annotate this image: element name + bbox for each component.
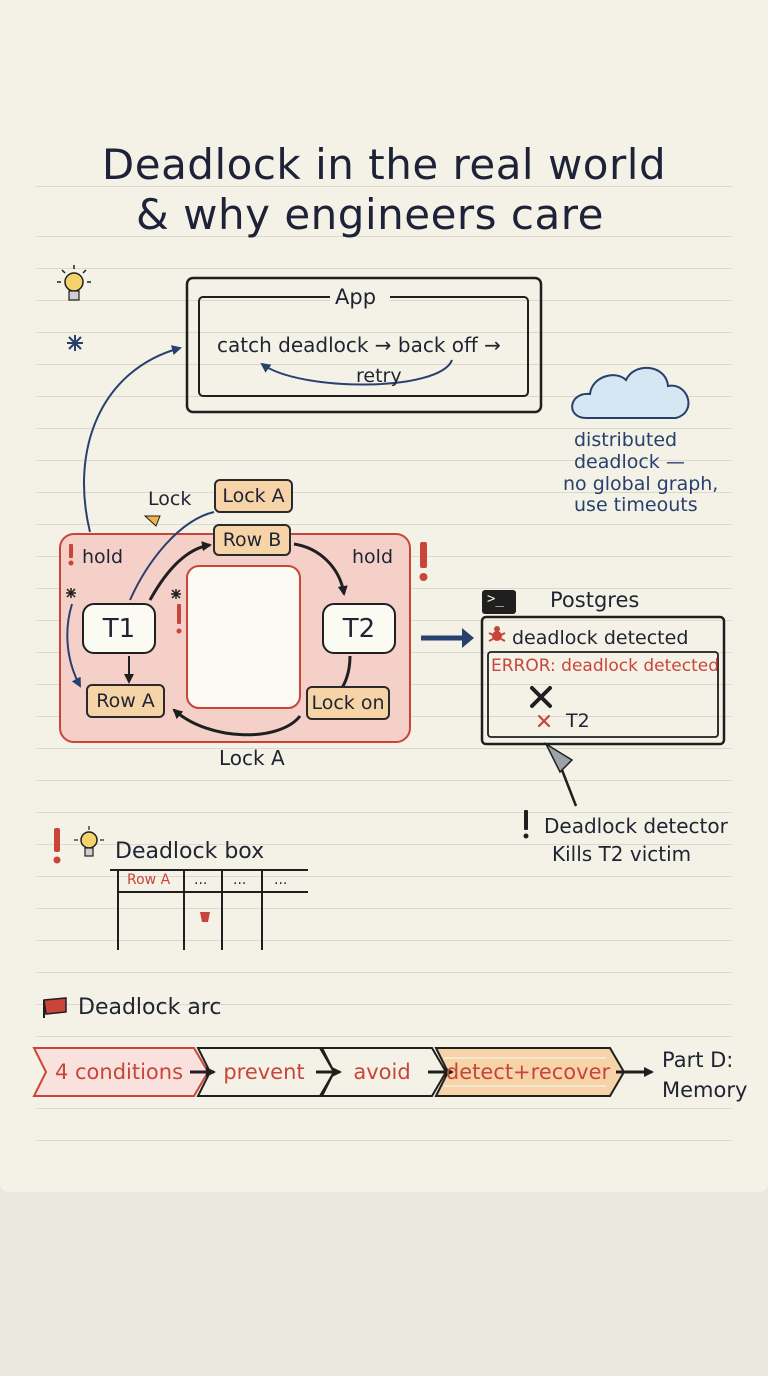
chip-lock-a-top: Lock A bbox=[214, 479, 293, 513]
terminal-icon bbox=[482, 590, 516, 614]
detector-callout-line-1: Deadlock detector bbox=[544, 814, 728, 838]
app-flow-text: catch deadlock → back off → bbox=[217, 333, 501, 357]
ruled-line bbox=[36, 876, 732, 877]
postgres-title: Postgres bbox=[550, 588, 640, 612]
arc-final-line-2: Memory bbox=[662, 1078, 748, 1102]
bug-icon bbox=[488, 626, 506, 642]
table-header-row-a: Row A bbox=[127, 872, 171, 888]
ruled-line bbox=[36, 972, 732, 973]
lightbulb-icon bbox=[74, 826, 104, 857]
arc-stage-shape-1 bbox=[32, 1047, 210, 1097]
pushpin-icon bbox=[544, 741, 578, 807]
asterisk-icon bbox=[66, 588, 76, 598]
terminal-icon-label: >_ bbox=[487, 591, 504, 607]
exclamation-icon bbox=[176, 604, 182, 634]
t2-node: T2 bbox=[322, 603, 396, 654]
hold-left-label: hold bbox=[82, 546, 124, 568]
postgres-detected-line: deadlock detected bbox=[512, 627, 689, 649]
lightbulb-icon bbox=[57, 265, 91, 301]
table-header-ellipsis: ... bbox=[194, 872, 208, 888]
lock-arrow bbox=[129, 511, 215, 601]
ruled-line bbox=[36, 364, 732, 365]
ruled-line bbox=[36, 524, 732, 525]
exclamation-icon bbox=[523, 810, 529, 839]
ruled-line bbox=[36, 1140, 732, 1141]
deadlock-table-grid bbox=[110, 869, 308, 950]
ruled-line bbox=[36, 780, 732, 781]
cloud-note-line-3: no global graph, bbox=[563, 473, 719, 495]
ruled-line bbox=[36, 268, 732, 269]
ruled-line bbox=[36, 908, 732, 909]
title-line-1: Deadlock in the real world bbox=[101, 140, 667, 189]
lock-label: Lock bbox=[148, 488, 192, 510]
ruled-line bbox=[36, 1004, 732, 1005]
cloud-note-line-2: deadlock — bbox=[574, 451, 685, 473]
arc-stage-4: detect+recover bbox=[445, 1060, 611, 1084]
arc-stage-2: prevent bbox=[223, 1060, 305, 1084]
ruled-line bbox=[36, 812, 732, 813]
arc-label: Deadlock arc bbox=[78, 995, 222, 1020]
asterisk-icon bbox=[67, 335, 83, 351]
arc-final-line-1: Part D: bbox=[662, 1048, 734, 1072]
ruled-line bbox=[36, 236, 732, 237]
app-box-label: App bbox=[335, 285, 377, 309]
cloud-note-line-4: use timeouts bbox=[574, 494, 698, 516]
ruled-line bbox=[36, 492, 732, 493]
deadlock-box-label: Deadlock box bbox=[115, 839, 265, 864]
victim-label: T2 bbox=[566, 710, 590, 732]
exclamation-icon bbox=[68, 544, 74, 566]
ruled-line bbox=[36, 460, 732, 461]
asterisk-icon bbox=[171, 589, 181, 599]
cycle-arrow-lockon-rowa bbox=[172, 708, 302, 737]
ruled-line bbox=[36, 748, 732, 749]
retry-loop-arrow bbox=[260, 359, 453, 386]
app-retry-text: retry bbox=[356, 365, 402, 387]
close-icon bbox=[530, 686, 552, 708]
exclamation-icon bbox=[419, 542, 428, 581]
app-box-outer bbox=[185, 276, 543, 414]
t1-node: T1 bbox=[82, 603, 156, 654]
postgres-error-line: ERROR: deadlock detected bbox=[491, 656, 719, 676]
bug-icon bbox=[200, 912, 210, 922]
chip-lock-on: Lock on bbox=[306, 686, 390, 720]
notebook-page: Deadlock in the real world & why enginee… bbox=[0, 0, 768, 1192]
title-line-2: & why engineers care bbox=[136, 190, 604, 239]
postgres-window bbox=[480, 615, 726, 746]
arc-stage-1: 4 conditions bbox=[54, 1060, 184, 1084]
hold-right-label: hold bbox=[352, 546, 394, 568]
ruled-line bbox=[36, 1036, 732, 1037]
ruled-line bbox=[36, 428, 732, 429]
to-app-arrow bbox=[83, 345, 182, 533]
hold-arrow-left bbox=[66, 603, 81, 688]
cycle-arrow-t1-rowb bbox=[148, 541, 212, 601]
detector-callout-line-2: Kills T2 victim bbox=[552, 842, 692, 866]
pointer-icon bbox=[143, 515, 161, 527]
table-header-ellipsis: ... bbox=[233, 872, 247, 888]
table-header-ellipsis: ... bbox=[274, 872, 288, 888]
cloud-note-line-1: distributed bbox=[574, 429, 678, 451]
ruled-line bbox=[36, 332, 732, 333]
ruled-line bbox=[36, 1108, 732, 1109]
cycle-center-box bbox=[186, 565, 301, 709]
chip-row-a: Row A bbox=[86, 684, 165, 718]
postgres-error-box bbox=[487, 651, 719, 738]
close-icon bbox=[537, 714, 551, 728]
ruled-line bbox=[36, 844, 732, 845]
cloud-icon bbox=[571, 366, 690, 419]
arc-stage-3: avoid bbox=[353, 1060, 411, 1084]
ruled-line bbox=[36, 186, 732, 187]
lock-a-bottom-label: Lock A bbox=[219, 746, 285, 770]
ruled-line bbox=[36, 940, 732, 941]
flag-icon bbox=[43, 997, 67, 1018]
chip-row-b: Row B bbox=[213, 524, 291, 556]
cycle-arrow-rowb-t2 bbox=[293, 542, 348, 596]
exclamation-icon bbox=[53, 828, 61, 864]
